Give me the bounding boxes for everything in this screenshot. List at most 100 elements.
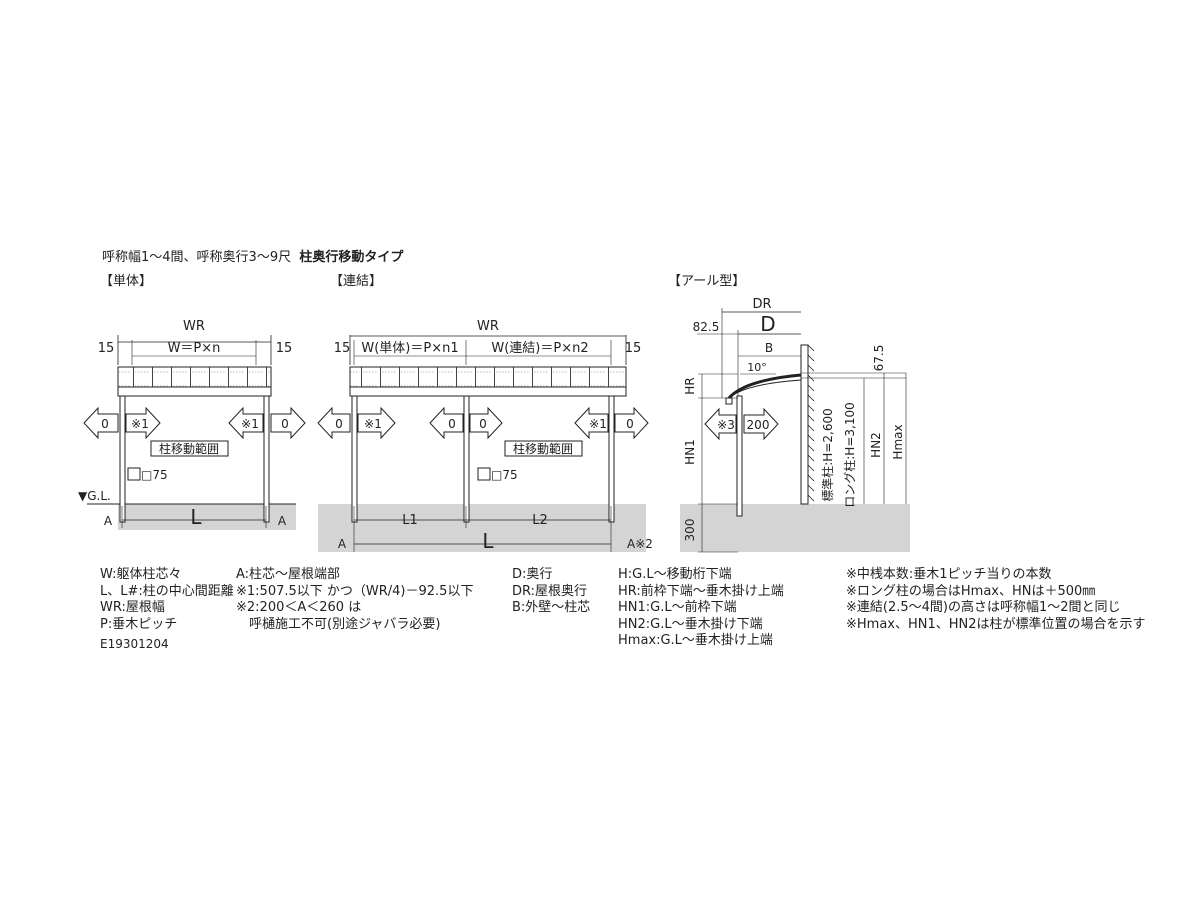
post-section-icon [127, 467, 141, 481]
range-label: 柱移動範囲 [159, 441, 219, 456]
edge-left-label: 15 [98, 341, 115, 356]
move-1-label: 0 [335, 417, 343, 431]
move-arrow-left [704, 407, 737, 441]
wr-label: WR [477, 319, 499, 334]
note1-right-label: ※1 [589, 417, 607, 431]
note-line: H:G.L～移動桁下端 [618, 567, 732, 582]
note-line: ※ロング柱の場合はHmax、HNは＋500㎜ [846, 583, 1096, 599]
section-arch: 【アール型】 [668, 274, 746, 289]
note-line: DR:屋根奥行 [512, 583, 588, 599]
note-line: ※1:507.5以下 かつ（WR/4)－92.5以下 [236, 583, 474, 599]
roof-beam [117, 386, 272, 397]
roof-arc [727, 373, 802, 400]
notes-col3: D:奥行 DR:屋根奥行 B:外壁～柱芯 [512, 567, 590, 617]
post-right [608, 395, 615, 523]
move-arrow-4 [469, 406, 503, 440]
note-line: A:柱芯～屋根端部 [236, 567, 341, 582]
l2-label: L2 [532, 513, 548, 528]
range-label: 柱移動範囲 [513, 441, 573, 456]
note-line: WR:屋根幅 [100, 600, 165, 615]
roof [349, 366, 627, 388]
section-linked: 【連結】 [330, 274, 383, 289]
move-arrow-right [743, 407, 779, 441]
move-2-label: 0 [448, 417, 456, 431]
post-left [119, 395, 126, 523]
post-size-label: □75 [491, 468, 518, 482]
edge-right-label: 15 [276, 341, 293, 356]
dr-label: DR [752, 297, 771, 312]
w-single-label: W(単体)＝P×n1 [361, 340, 458, 356]
linked-figure: WR 15 W(単体)＝P×n1 W(連結)＝P×n2 15 0 ※1 0 0 … [317, 319, 653, 553]
hmax-label: Hmax [891, 424, 905, 459]
range-box [504, 440, 583, 457]
gl-label: ▼G.L. [78, 489, 111, 503]
notes-col4: H:G.L～移動桁下端 HR:前枠下端～垂木掛け上端 HN1:G.L～前枠下端 … [618, 567, 784, 650]
notes-col2: A:柱芯～屋根端部 ※1:507.5以下 かつ（WR/4)－92.5以下 ※2:… [236, 567, 473, 633]
note-line: D:奥行 [512, 567, 553, 582]
l-label: L [190, 505, 202, 529]
arch-figure: DR D 82.5 B 10° 67.5 HR HN1 300 ※3 [680, 297, 910, 553]
move-arrow-left [83, 406, 119, 440]
l-label: L [482, 529, 494, 553]
move-arrow-3 [429, 406, 464, 440]
move-arrow-right [270, 406, 306, 440]
move-label: 200 [747, 418, 770, 432]
header-line: 呼称幅1～4間、呼称奥行3～9尺 柱奥行移動タイプ [102, 250, 403, 266]
note-line: ※連結(2.5～4間)の高さは呼称幅1～2間と同じ [846, 600, 1121, 615]
post-right [263, 395, 270, 523]
front-frame [725, 397, 733, 405]
range-box [150, 440, 229, 457]
std-post-label: 標準柱:H=2,600 [820, 408, 835, 501]
note3-label: ※3 [717, 418, 735, 432]
post-left [351, 395, 358, 523]
w-linked-label: W(連結)＝P×n2 [491, 341, 588, 356]
post-middle [463, 395, 470, 523]
post-size-label: □75 [141, 468, 168, 482]
a-left-label: A [338, 537, 347, 551]
ground [680, 504, 910, 552]
move-right-label: 0 [281, 417, 289, 431]
long-post-label: ロング柱:H=3,100 [842, 402, 857, 507]
move-4-label: 0 [626, 417, 634, 431]
wall [800, 344, 809, 505]
note-line: L、L#:柱の中心間距離 [100, 583, 234, 599]
hr-label: HR [683, 377, 697, 394]
edge-left-label: 15 [334, 341, 351, 356]
hn2-label: HN2 [869, 432, 883, 458]
wr-label: WR [183, 319, 205, 334]
move-arrow-in-left [125, 406, 161, 440]
depth-label: 300 [683, 519, 697, 542]
note-line: ※Hmax、HN1、HN2は柱が標準位置の場合を示す [846, 616, 1146, 632]
a-left-label: A [104, 514, 113, 528]
note-line: ※2:200＜A＜260 は [236, 600, 362, 615]
move-3-label: 0 [479, 417, 487, 431]
note-line: HN2:G.L～垂木掛け下端 [618, 616, 763, 632]
note-line: 呼樋施工不可(別途ジャバラ必要) [236, 616, 441, 632]
move-arrow-6 [614, 406, 649, 440]
note1-right-label: ※1 [241, 417, 259, 431]
top-offset-label: 67.5 [872, 345, 886, 372]
note-line: W:躯体柱芯々 [100, 567, 182, 582]
roof-beam [349, 386, 627, 397]
wall-hatch [807, 344, 815, 502]
note-line: HN1:G.L～前枠下端 [618, 600, 737, 615]
note1-left-label: ※1 [364, 417, 382, 431]
d-label: D [760, 312, 775, 336]
roof-arc-inner [728, 379, 802, 399]
move-left-label: 0 [101, 417, 109, 431]
note-line: HR:前枠下端～垂木掛け上端 [618, 583, 784, 599]
note-line: P:垂木ピッチ [100, 616, 178, 632]
move-arrow-1 [317, 406, 351, 440]
post-section-icon [477, 467, 491, 481]
drawing-code: E19301204 [100, 637, 169, 651]
l1-label: L1 [402, 513, 418, 528]
a-right-label: A [278, 514, 287, 528]
angle-label: 10° [747, 361, 767, 374]
single-figure: WR W＝P×n 15 15 0 ※1 ※1 0 柱移動範囲 □75 [78, 319, 306, 530]
section-single: 【単体】 [100, 274, 153, 289]
note-line: Hmax:G.L～垂木掛け上端 [618, 633, 773, 648]
header-text: 呼称幅1～4間、呼称奥行3～9尺 [102, 250, 292, 265]
edge-right-label: 15 [625, 341, 642, 356]
